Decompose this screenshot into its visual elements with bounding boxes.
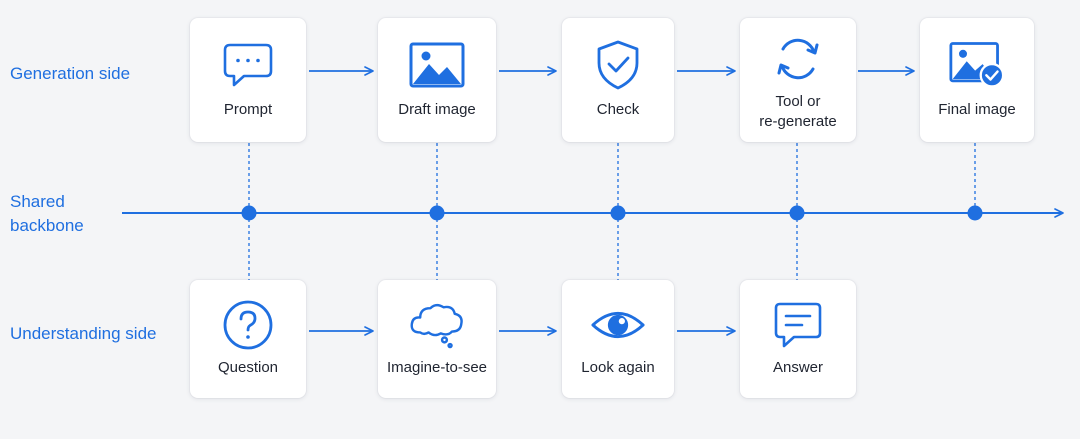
eye-icon xyxy=(590,300,646,350)
gen-step-label: Check xyxy=(596,101,640,118)
und-card-look-again: Look again xyxy=(562,280,674,398)
gen-card-draft-image: Draft image xyxy=(378,18,496,142)
image-icon xyxy=(409,40,465,90)
refresh-icon xyxy=(770,34,826,84)
gen-step-label: Tool or re-generate xyxy=(759,93,837,130)
gen-card-final-image: Final image xyxy=(920,18,1034,142)
backbone-node xyxy=(967,205,983,221)
backbone-node xyxy=(241,205,257,221)
gen-card-check: Check xyxy=(562,18,674,142)
und-card-imagine-to-see: Imagine-to-see xyxy=(378,280,496,398)
gen-card-tool-regenerate: Tool or re-generate xyxy=(740,18,856,142)
gen-step-label: Prompt xyxy=(223,101,273,118)
und-card-question: Question xyxy=(190,280,306,398)
backbone-node xyxy=(789,205,805,221)
row-label-shared-backbone: Shared backbone xyxy=(10,192,84,235)
backbone-node xyxy=(429,205,445,221)
backbone-node xyxy=(610,205,626,221)
row-label-understanding: Understanding side xyxy=(10,324,157,343)
und-step-label: Question xyxy=(217,359,279,376)
chat-bubble-icon xyxy=(220,40,276,90)
question-circle-icon xyxy=(220,300,276,350)
und-card-answer: Answer xyxy=(740,280,856,398)
gen-card-prompt: Prompt xyxy=(190,18,306,142)
gen-step-label: Final image xyxy=(938,101,1016,118)
image-check-icon xyxy=(949,40,1005,90)
row-label-generation: Generation side xyxy=(10,64,131,83)
shield-check-icon xyxy=(590,40,646,90)
gen-step-label: Draft image xyxy=(398,101,476,118)
message-icon xyxy=(770,300,826,350)
und-step-label: Answer xyxy=(772,359,824,376)
und-step-label: Look again xyxy=(581,359,655,376)
thought-cloud-icon xyxy=(409,300,465,350)
und-step-label: Imagine-to-see xyxy=(386,359,488,376)
